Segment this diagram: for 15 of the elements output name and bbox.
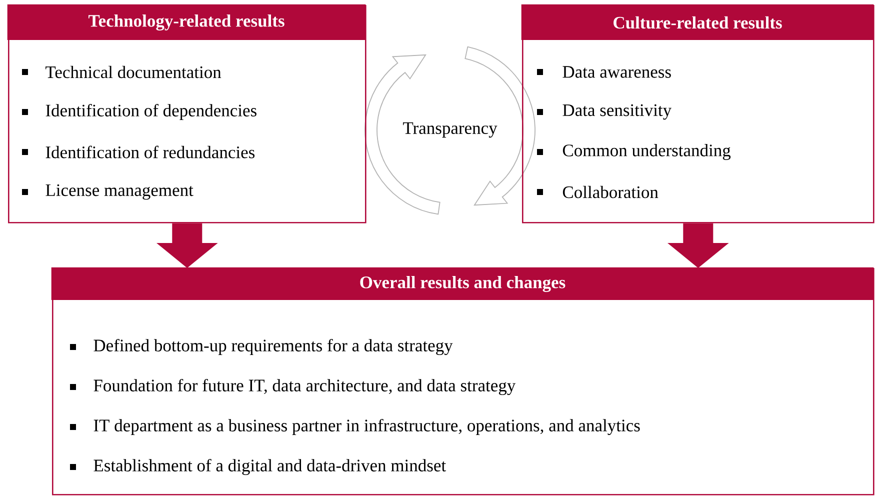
list-item: Identification of dependencies <box>22 104 256 120</box>
list-item: License management <box>22 184 194 200</box>
list-item: Data sensitivity <box>537 104 672 120</box>
box-header: Culture-related results <box>521 4 874 40</box>
list-item: Foundation for future IT, data architecture, and data strategy <box>70 378 516 396</box>
center-label: Transparency <box>403 122 498 138</box>
list-item: IT department as a business partner in infrastructure, operations, and analytics <box>70 418 640 436</box>
list-item: Common understanding <box>537 144 731 160</box>
list-item: Collaboration <box>537 186 658 198</box>
list-item: Technical documentation <box>22 66 222 78</box>
list-item: Establishment of a digital and data-driven mindset <box>70 458 446 476</box>
list-item: Defined bottom-up requirements for a data strategy <box>70 338 453 356</box>
list-item: Data awareness <box>537 66 671 78</box>
box-header: Technology-related results <box>7 4 366 40</box>
list-item: Identification of redundancies <box>22 146 255 158</box>
